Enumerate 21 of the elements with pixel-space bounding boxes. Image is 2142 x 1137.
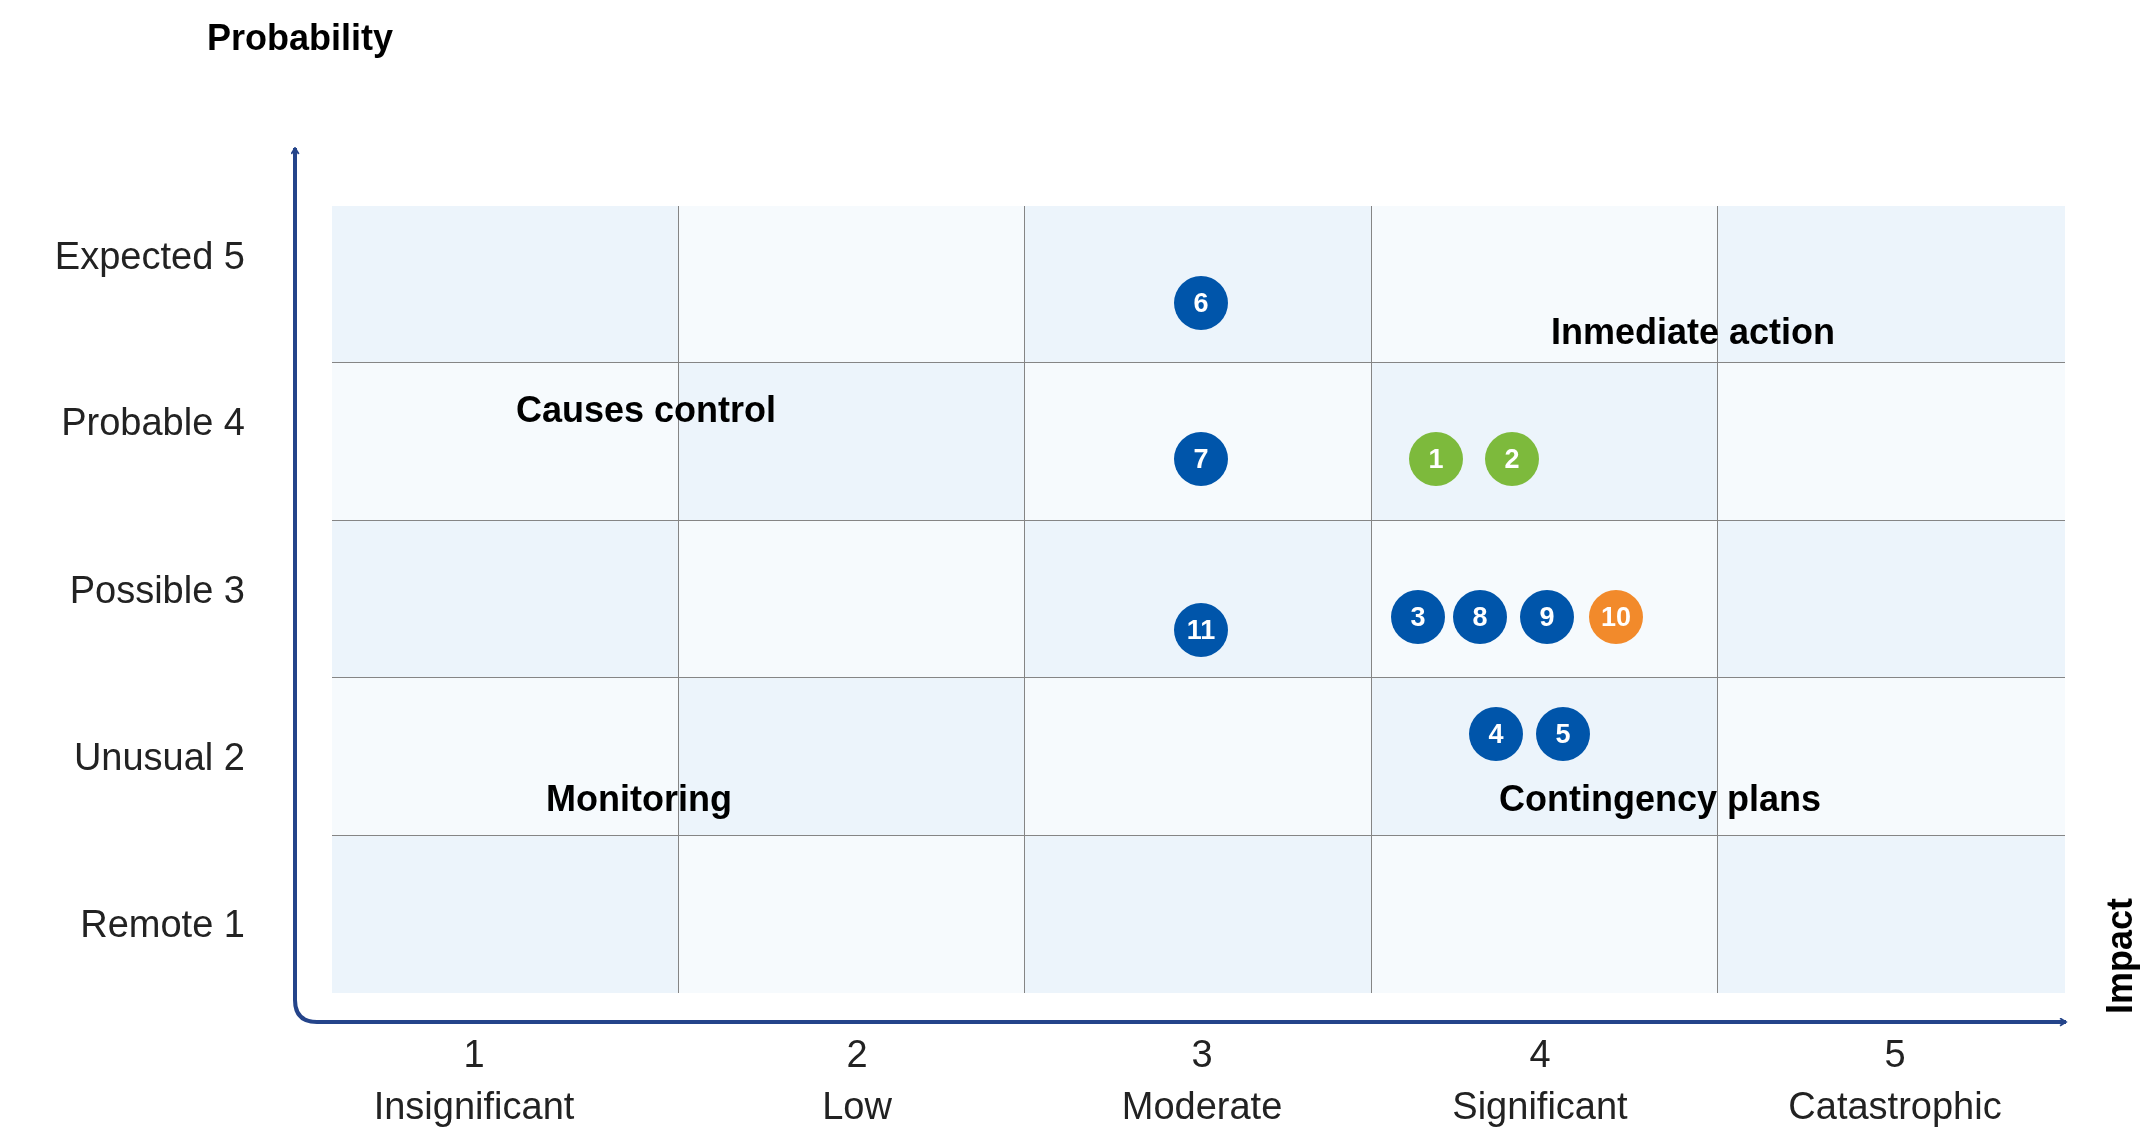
tick-label: 2 [846,1033,868,1077]
tick-label: 1 [463,1033,485,1077]
zone-label: Monitoring [546,778,732,820]
tick-label: Expected 5 [54,235,245,279]
tick-label: Significant [1452,1085,1628,1129]
tick-label: Moderate [1121,1085,1283,1129]
tick-label: Catastrophic [1788,1085,2002,1129]
tick-label: 4 [1529,1033,1551,1077]
tick-label: Low [822,1085,892,1129]
tick-label: 5 [1884,1033,1906,1077]
axis-title: Impact [2099,898,2141,1014]
zone-label: Contingency plans [1499,778,1821,820]
tick-label: Probable 4 [61,401,245,445]
tick-label: Possible 3 [69,569,245,613]
tick-label: Unusual 2 [73,736,245,780]
tick-label: 3 [1191,1033,1213,1077]
zone-label: Inmediate action [1550,311,1836,353]
tick-label: Insignificant [373,1085,575,1129]
tick-label: Remote 1 [80,903,245,947]
axis-title: Probability [207,17,393,59]
zone-label: Causes control [515,389,777,431]
